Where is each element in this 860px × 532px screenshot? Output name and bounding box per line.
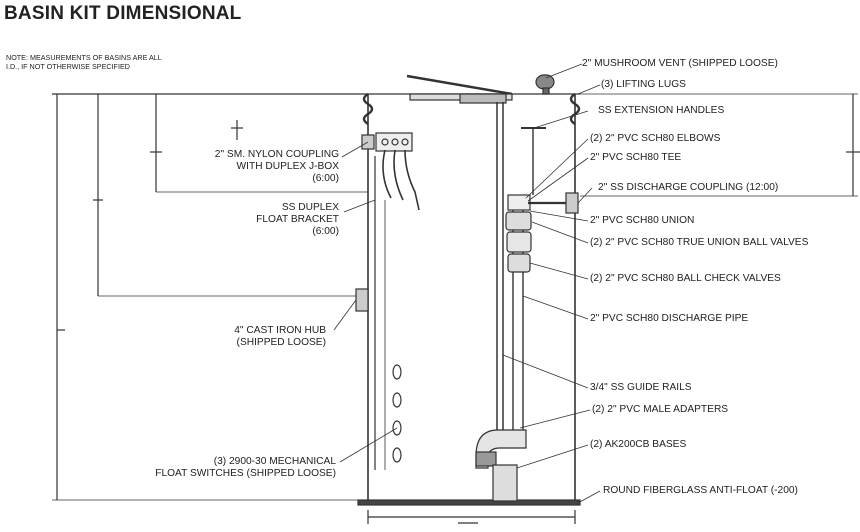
label-guide-rails: 3/4" SS GUIDE RAILS [590, 382, 692, 393]
label-discharge-pipe: 2" PVC SCH80 DISCHARGE PIPE [590, 313, 749, 324]
measurement-note: NOTE: MEASUREMENTS OF BASINS ARE ALL I.D… [6, 53, 206, 71]
label-float-switches: (3) 2900-30 MECHANICAL FLOAT SWITCHES (S… [155, 456, 336, 480]
label-line: FLOAT SWITCHES (SHIPPED LOOSE) [155, 468, 336, 479]
label-union: 2" PVC SCH80 UNION [590, 215, 695, 226]
page-title: BASIN KIT DIMENSIONAL [4, 3, 242, 24]
label-line: 2" SM. NYLON COUPLING [214, 149, 339, 160]
label-line: FLOAT BRACKET [256, 214, 339, 225]
label-line: WITH DUPLEX J-BOX [236, 161, 339, 172]
label-bases: (2) AK200CB BASES [590, 439, 687, 450]
label-elbows: (2) 2" PVC SCH80 ELBOWS [590, 133, 721, 144]
note-line: I.D., IF NOT OTHERWISE SPECIFIED [6, 61, 130, 71]
label-check-valves: (2) 2" PVC SCH80 BALL CHECK VALVES [590, 273, 781, 284]
label-line: (3) 2900-30 MECHANICAL [213, 456, 336, 467]
label-line: (SHIPPED LOOSE) [236, 337, 326, 348]
label-extension-handles: SS EXTENSION HANDLES [598, 105, 725, 116]
label-cast-iron-hub: 4" CAST IRON HUB (SHIPPED LOOSE) [234, 325, 326, 349]
label-ball-valves: (2) 2" PVC SCH80 TRUE UNION BALL VALVES [590, 237, 809, 248]
label-tee: 2" PVC SCH80 TEE [590, 152, 682, 163]
label-line: SS DUPLEX [281, 202, 339, 213]
label-line: (6:00) [312, 173, 339, 184]
label-float-bracket: SS DUPLEX FLOAT BRACKET (6:00) [256, 202, 339, 238]
label-lifting-lugs: (3) LIFTING LUGS [601, 79, 686, 90]
label-male-adapters: (2) 2" PVC MALE ADAPTERS [592, 404, 729, 415]
label-line: (6:00) [312, 226, 339, 237]
label-anti-float: ROUND FIBERGLASS ANTI-FLOAT (-200) [603, 485, 798, 496]
anti-float-base [357, 499, 581, 506]
note-line: NOTE: MEASUREMENTS OF BASINS ARE ALL [6, 53, 162, 62]
label-line: 4" CAST IRON HUB [234, 325, 326, 336]
label-mushroom-vent: 2" MUSHROOM VENT (SHIPPED LOOSE) [582, 58, 778, 69]
label-nylon-coupling: 2" SM. NYLON COUPLING WITH DUPLEX J-BOX … [215, 149, 339, 185]
label-discharge-coupling: 2" SS DISCHARGE COUPLING (12:00) [598, 182, 779, 193]
